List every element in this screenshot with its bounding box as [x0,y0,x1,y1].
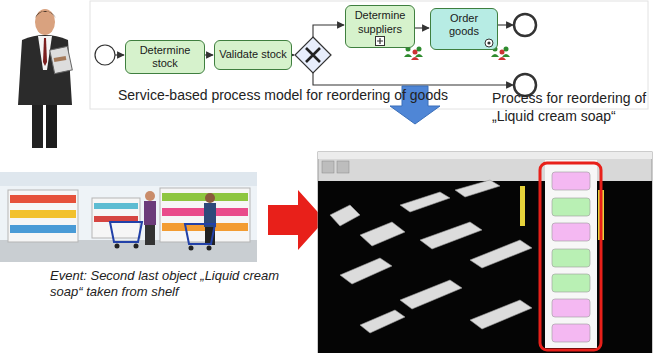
xor-gateway [295,37,331,73]
service-icon [404,47,423,61]
process-task: Determine suppliers [345,5,415,48]
end-event [514,14,536,36]
task-label: Validate stock [219,48,287,61]
start-event [95,45,115,65]
event-caption: Event: Second last object „Liquid cream … [50,268,282,301]
task-label: Determine stock [130,44,200,70]
sequence-flow [415,27,429,28]
subprocess-marker [375,36,385,46]
process-task: Determine stock [125,40,205,74]
businessman-figure [18,9,72,148]
process-task: Validate stock [214,40,292,70]
caption: Service-based process model for reorderi… [118,87,498,105]
task-label: Determine suppliers [350,9,410,35]
sequence-flow [205,54,213,55]
service-marker [484,38,494,48]
process-task: Order goods [430,8,498,50]
event-arrow [268,190,325,250]
supermarket-photo [0,172,257,262]
xor-mark [306,48,320,62]
task-label: Order goods [435,12,493,38]
caption: Process for reordering of „Liquid cream … [492,90,654,125]
screenshot-3d-view [318,152,652,353]
